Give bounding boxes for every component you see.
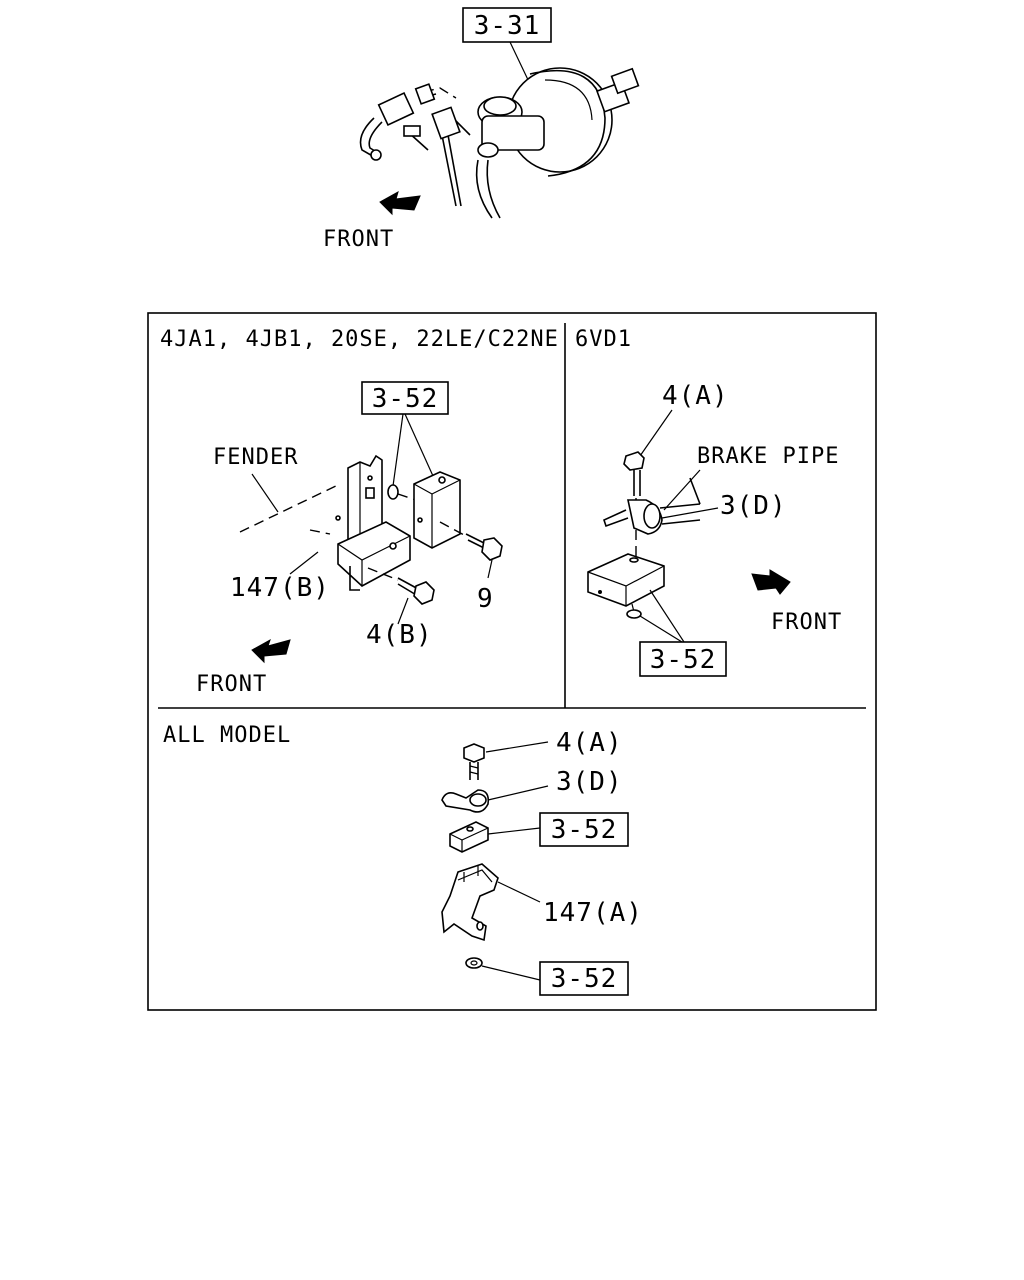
bolt-4a-right	[623, 451, 645, 560]
leader-147b	[289, 551, 319, 575]
ref-leader-3-31	[509, 41, 531, 85]
front-arrow-left	[251, 638, 291, 664]
ref-3-52-right[interactable]: 3-52	[650, 645, 717, 675]
clip-3d-bottom	[441, 789, 490, 813]
ref-leader-washer-left	[392, 413, 404, 487]
leader-3d-right	[661, 507, 719, 519]
panel-left-heading: 4JA1, 4JB1, 20SE, 22LE/C22NE	[160, 327, 559, 352]
bolt-4b	[367, 567, 435, 605]
top-assembly: 3-31	[323, 7, 640, 252]
master-cylinder	[475, 96, 545, 219]
panel-bottom: ALL MODEL 4(A) 3(D) 3-52	[163, 723, 643, 996]
fender-line	[239, 483, 341, 533]
brake-pipe-leader	[663, 469, 701, 511]
ref-3-52-washer[interactable]: 3-52	[551, 964, 618, 994]
ref-leader-block-bottom	[487, 827, 541, 835]
leader-147a	[497, 881, 541, 903]
ref-leader-washer-bottom	[481, 965, 541, 981]
bracket-147a	[441, 863, 499, 942]
leader-4a-bottom	[485, 741, 549, 753]
ref-leader-washer-right	[639, 615, 683, 643]
panel-right: 6VD1 4(A) BRAKE PIPE 3(D)	[575, 327, 842, 677]
bolt-4a-bottom	[463, 743, 485, 780]
part-4a-label-right[interactable]: 4(A)	[662, 381, 729, 411]
leader-4b	[397, 597, 409, 625]
ref-3-52-block[interactable]: 3-52	[551, 815, 618, 845]
bolt-9	[439, 521, 503, 561]
front-arrow-right	[751, 569, 791, 595]
ref-box-3-52-right[interactable]	[639, 641, 727, 677]
front-arrow-top	[379, 190, 421, 216]
ref-box-3-52-left[interactable]	[361, 381, 449, 415]
sensor-connector	[359, 92, 415, 161]
fender-label: FENDER	[213, 445, 298, 470]
ref-leader-block-left	[404, 413, 434, 477]
panel-bottom-heading: ALL MODEL	[163, 723, 291, 748]
part-3d-label-right[interactable]: 3(D)	[720, 491, 787, 521]
front-label-right: FRONT	[771, 610, 842, 635]
ref-box-3-31[interactable]	[462, 7, 552, 43]
panel-right-heading: 6VD1	[575, 327, 632, 352]
brake-pipes-top	[403, 83, 471, 207]
clip-3d-right	[603, 477, 701, 535]
washer-bottom	[465, 957, 483, 969]
brake-pipe-label: BRAKE PIPE	[697, 444, 839, 469]
detail-frame	[147, 312, 877, 1011]
leader-3d-bottom	[487, 785, 549, 801]
front-label-top: FRONT	[323, 227, 394, 252]
ref-3-31[interactable]: 3-31	[474, 11, 541, 41]
part-147b-label[interactable]: 147(B)	[230, 573, 330, 603]
block-bottom	[449, 821, 489, 853]
washer-left	[387, 484, 399, 500]
ref-box-3-52-washer[interactable]	[539, 961, 629, 996]
washer-right	[626, 609, 642, 619]
part-3d-label-bottom[interactable]: 3(D)	[556, 767, 623, 797]
panel-left: 4JA1, 4JB1, 20SE, 22LE/C22NE 3-52 FENDER	[160, 327, 559, 697]
ref-box-3-52-block[interactable]	[539, 812, 629, 847]
block-right	[587, 553, 665, 607]
ref-leader-block-right	[649, 589, 685, 643]
leader-9	[487, 559, 493, 579]
part-147a-label[interactable]: 147(A)	[543, 898, 643, 928]
leader-4a-right	[639, 409, 673, 457]
fender-leader	[251, 473, 279, 513]
part-4b-label[interactable]: 4(B)	[366, 620, 433, 650]
block-left	[413, 471, 461, 549]
front-label-left: FRONT	[196, 672, 267, 697]
part-4a-label-bottom[interactable]: 4(A)	[556, 728, 623, 758]
ref-3-52-left[interactable]: 3-52	[372, 384, 439, 414]
part-9-label[interactable]: 9	[477, 584, 494, 614]
bracket-147b	[335, 454, 411, 591]
